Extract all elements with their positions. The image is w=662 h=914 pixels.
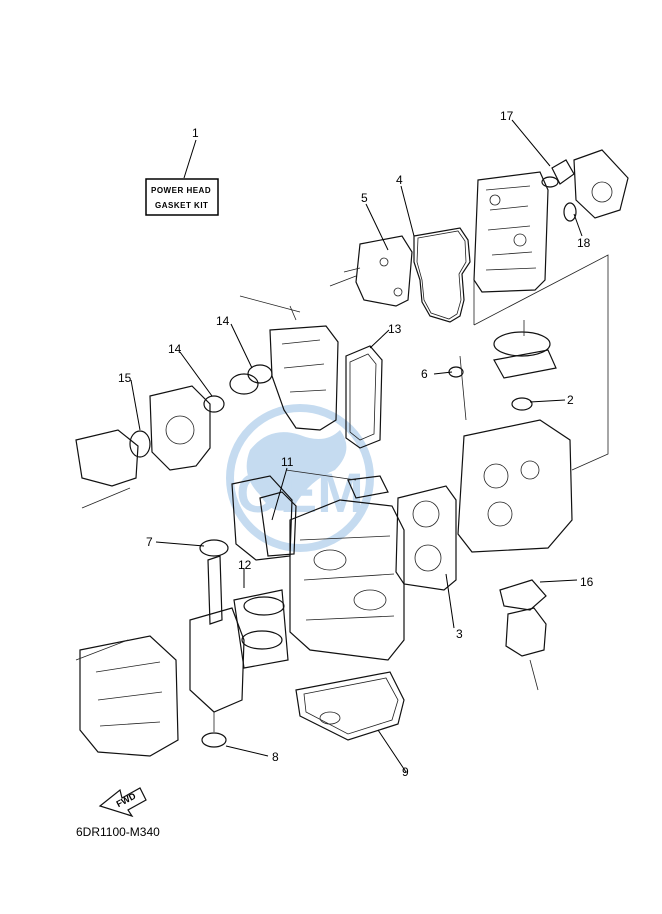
- exhaust-cover: [239, 295, 383, 449]
- callout-3: 3: [456, 627, 463, 641]
- callout-5: 5: [361, 191, 368, 205]
- callout-14a: 14: [216, 314, 230, 328]
- callout-1: 1: [192, 126, 199, 140]
- watermark-globe: [226, 404, 374, 552]
- callout-7: 7: [146, 535, 153, 549]
- crankshaft: [189, 539, 289, 748]
- gasket-9: [295, 671, 405, 741]
- lower-casing: [75, 635, 179, 757]
- gasket-kit-box: [145, 178, 219, 216]
- watermark-text: OEM: [236, 461, 364, 524]
- callout-2: 2: [567, 393, 574, 407]
- watermark: OEM: [226, 404, 374, 552]
- gasket-4: [413, 227, 471, 323]
- callouts: 1 17 4 5 18 13 14 14 6 15 2 11 7 12 16 3…: [118, 109, 594, 779]
- gasket-kit-line1: POWER HEAD: [151, 186, 211, 195]
- callout-8: 8: [272, 750, 279, 764]
- callout-11: 11: [281, 455, 294, 469]
- callout-17: 17: [500, 109, 514, 123]
- cylinder-head: [448, 320, 573, 553]
- thermostat-assembly: [499, 579, 547, 691]
- diagram-code: 6DR1100-M340: [76, 825, 160, 839]
- leader-lines: [130, 119, 583, 773]
- callout-14b: 14: [168, 342, 182, 356]
- carburetor: [75, 364, 273, 509]
- watermark-globe-land: [246, 430, 347, 511]
- callout-18: 18: [577, 236, 591, 250]
- callout-9: 9: [402, 765, 409, 779]
- callout-4: 4: [396, 173, 403, 187]
- fwd-arrow: FWD: [98, 787, 147, 818]
- callout-16: 16: [580, 575, 594, 589]
- gasket-kit-label-box: POWER HEAD GASKET KIT: [145, 178, 219, 216]
- cylinder-block: [231, 469, 405, 661]
- gasket-kit-line2: GASKET KIT: [155, 201, 208, 210]
- cover-assembly: [473, 149, 629, 471]
- head-gasket: [395, 485, 457, 591]
- callout-6: 6: [421, 367, 428, 381]
- callout-15: 15: [118, 371, 132, 385]
- plate-5: [329, 235, 413, 307]
- callout-13: 13: [388, 322, 402, 336]
- callout-12: 12: [238, 558, 252, 572]
